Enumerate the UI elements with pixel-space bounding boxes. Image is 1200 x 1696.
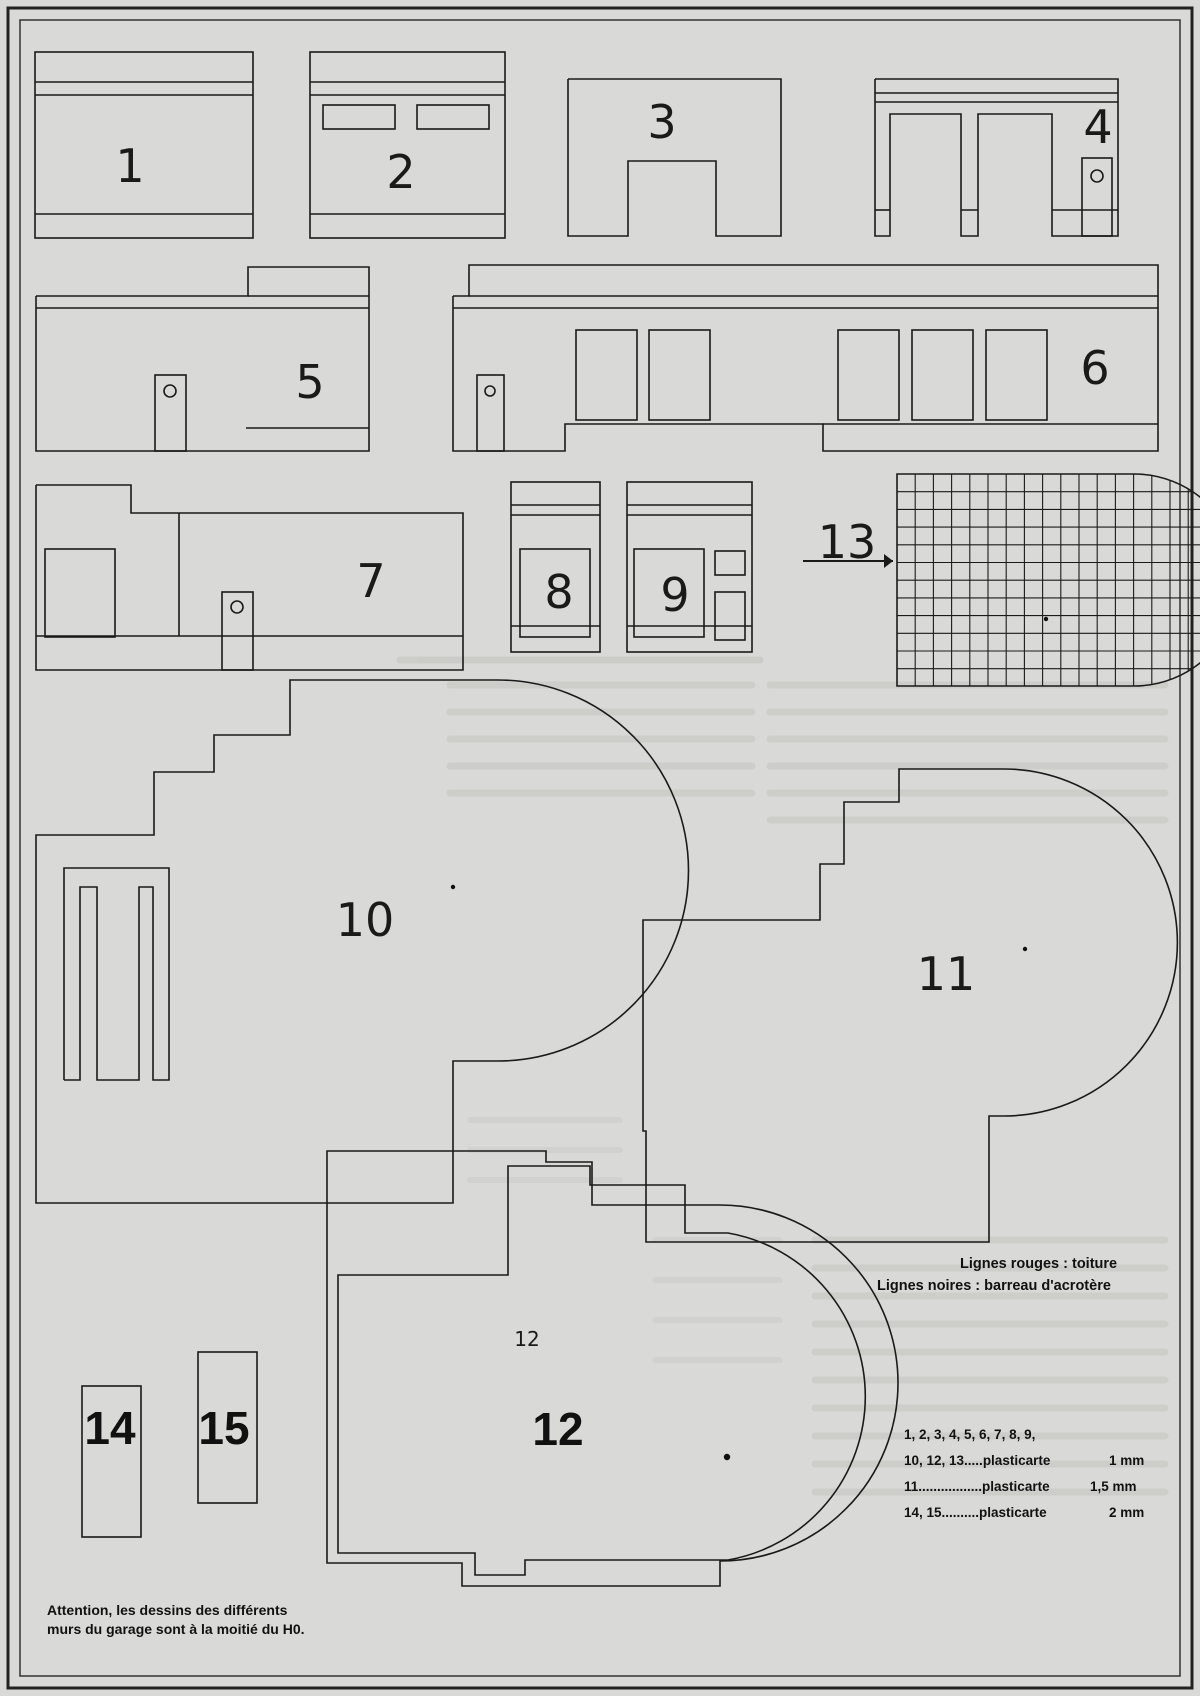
wall-part-4 xyxy=(874,78,1119,237)
bleed-through-texture xyxy=(396,656,1169,1496)
reinforcement-part-15 xyxy=(197,1351,258,1504)
materials-parts: 11................. xyxy=(904,1479,983,1494)
part-label-4: 4 xyxy=(1083,100,1112,154)
materials-list: 1, 2, 3, 4, 5, 6, 7, 8, 9, 10, 12, 13...… xyxy=(904,1422,1164,1526)
scale-note-line-2: murs du garage sont à la moitié du H0. xyxy=(47,1621,305,1637)
part-label-11: 11 xyxy=(917,947,976,1001)
materials-parts: 10, 12, 13..... xyxy=(904,1453,983,1468)
materials-row-2: 11.................plasticarte 1,5 mm xyxy=(904,1474,1164,1500)
materials-row-1: 10, 12, 13.....plasticarte 1 mm xyxy=(904,1448,1164,1474)
roof-lines-legend: Lignes rouges : toiture xyxy=(960,1256,1117,1272)
wall-part-6 xyxy=(452,264,1159,452)
center-dot-13 xyxy=(1043,616,1049,622)
part-label-7: 7 xyxy=(356,554,385,608)
materials-parts: 1, 2, 3, 4, 5, 6, 7, 8, 9, xyxy=(904,1427,1036,1442)
materials-material: plasticarte xyxy=(982,1453,1051,1468)
materials-parts: 14, 15.......... xyxy=(904,1505,980,1520)
part-inner-label-12: 12 xyxy=(514,1327,539,1351)
center-dot-12 xyxy=(723,1453,731,1461)
wall-part-5 xyxy=(35,266,370,452)
part-label-3: 3 xyxy=(647,95,676,149)
materials-thickness: 1,5 mm xyxy=(1090,1479,1137,1494)
outer-frame xyxy=(6,6,1194,1690)
scale-note: Attention, les dessins des différents mu… xyxy=(47,1601,305,1639)
part-label-1: 1 xyxy=(115,139,144,193)
floor-part-12-inner xyxy=(337,1165,867,1576)
floor-part-12 xyxy=(326,1150,899,1587)
wall-part-1 xyxy=(34,51,254,239)
center-dot-11 xyxy=(1022,946,1028,952)
wall-part-8 xyxy=(510,481,601,653)
materials-row-0: 1, 2, 3, 4, 5, 6, 7, 8, 9, xyxy=(904,1422,1164,1448)
center-dot-10 xyxy=(450,884,456,890)
part-label-12: 12 xyxy=(532,1403,583,1455)
floor-part-10-cutout xyxy=(63,867,170,1081)
part-label-6: 6 xyxy=(1080,341,1109,395)
wall-part-2 xyxy=(309,51,506,239)
materials-row-3: 14, 15..........plasticarte 2 mm xyxy=(904,1500,1164,1526)
materials-thickness: 1 mm xyxy=(1109,1453,1145,1468)
acroter-lines-legend: Lignes noires : barreau d'acrotère xyxy=(877,1278,1111,1294)
inner-frame xyxy=(19,19,1181,1677)
materials-thickness: 2 mm xyxy=(1109,1505,1145,1520)
part-label-5: 5 xyxy=(295,355,324,409)
reinforcement-part-14 xyxy=(81,1385,142,1538)
part-label-15: 15 xyxy=(198,1402,249,1454)
part-label-14: 14 xyxy=(84,1402,136,1454)
wall-part-9 xyxy=(626,481,753,653)
wall-part-3 xyxy=(567,78,782,237)
floor-part-11 xyxy=(642,768,1179,1243)
materials-material: plasticarte xyxy=(979,1505,1047,1520)
legend-black-lines: Lignes noires : barreau d'acrotère xyxy=(877,1278,1111,1294)
wall-part-7 xyxy=(35,484,464,671)
part-label-13: 13 xyxy=(818,515,877,569)
floor-part-10 xyxy=(35,679,690,1204)
roof-part-13-grid xyxy=(897,474,1200,686)
part-label-9: 9 xyxy=(660,568,689,622)
part-label-8: 8 xyxy=(544,565,573,619)
materials-material: plasticarte xyxy=(982,1479,1050,1494)
legend-red-lines: Lignes rouges : toiture xyxy=(960,1256,1118,1272)
part-label-2: 2 xyxy=(386,145,415,199)
arrow-icon xyxy=(803,554,893,568)
part-label-10: 10 xyxy=(336,893,395,947)
scale-note-line-1: Attention, les dessins des différents xyxy=(47,1602,288,1618)
bleed-through-texture-left xyxy=(417,657,783,1363)
